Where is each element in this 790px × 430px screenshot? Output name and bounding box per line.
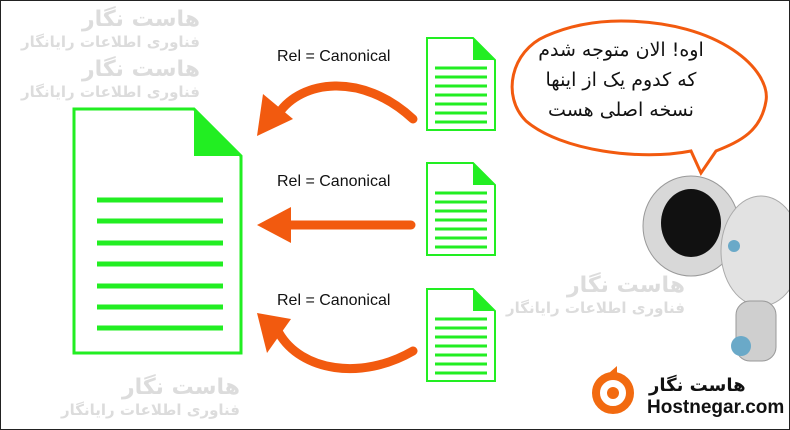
bubble-line: اوه! الان متوجه شدم	[538, 39, 704, 61]
speech-bubble-text: اوه! الان متوجه شدم که کدوم یک از اینها …	[523, 35, 719, 125]
rel-canonical-label: Rel = Canonical	[277, 48, 391, 65]
duplicate-document-icon	[426, 37, 496, 131]
canonical-document-icon	[72, 107, 243, 355]
bubble-line: نسخه اصلی هست	[548, 99, 694, 121]
bubble-line: که کدوم یک از اینها	[545, 69, 697, 91]
logo-name-fa: هاست نگار	[649, 375, 746, 396]
rel-canonical-label: Rel = Canonical	[277, 292, 391, 309]
arrow-1	[274, 81, 418, 124]
arrow-head-2	[257, 207, 291, 243]
logo-name-en: Hostnegar.com	[647, 397, 785, 418]
robot-illustration	[642, 175, 789, 362]
duplicate-document-icon	[426, 162, 496, 256]
arrow-head-1	[257, 94, 293, 136]
duplicate-document-icon	[426, 288, 496, 382]
rel-canonical-label: Rel = Canonical	[277, 173, 391, 190]
arrow-3	[274, 328, 418, 374]
arrow-head-3	[257, 313, 291, 353]
speech-bubble	[510, 19, 768, 177]
hostnegar-logo-icon	[592, 366, 634, 414]
